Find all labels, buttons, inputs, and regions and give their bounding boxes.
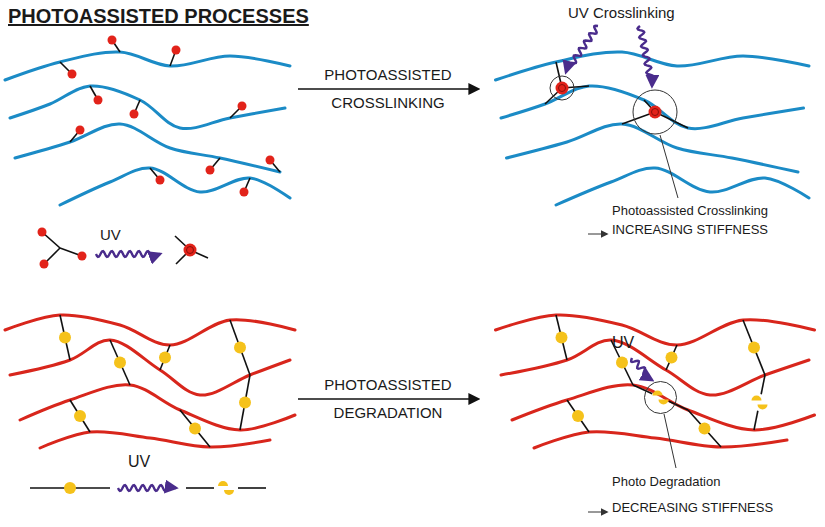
reactive-group bbox=[240, 188, 249, 197]
highlight-circle bbox=[633, 90, 677, 134]
reactive-group bbox=[238, 102, 247, 111]
process-arrow bbox=[298, 398, 478, 400]
degradable-group bbox=[64, 482, 76, 494]
degradable-group bbox=[699, 423, 711, 435]
degradable-group bbox=[666, 352, 678, 364]
leader-line bbox=[588, 512, 607, 513]
crosslink-bond bbox=[160, 345, 170, 370]
broken-group bbox=[653, 391, 663, 396]
effect-label: INCREASING STIFFNESS bbox=[612, 222, 768, 238]
degradable-group bbox=[159, 352, 171, 364]
reactive-group bbox=[40, 260, 49, 269]
polymer-chain bbox=[15, 124, 280, 172]
degradable-group bbox=[239, 397, 251, 409]
polymer-chain bbox=[501, 86, 804, 129]
polymer-chain bbox=[512, 385, 815, 430]
polymer-chain bbox=[5, 315, 295, 345]
crosslink-bond bbox=[761, 375, 765, 394]
uv-light-arrow bbox=[566, 26, 598, 72]
polymer-chain bbox=[60, 168, 290, 205]
reactive-group bbox=[206, 166, 215, 175]
degradable-group bbox=[74, 410, 86, 422]
process-label: CROSSLINKING bbox=[331, 94, 444, 112]
polymer-chain bbox=[40, 432, 270, 448]
process-label: PHOTOASSISTED bbox=[324, 66, 451, 84]
broken-group bbox=[752, 396, 762, 401]
degradable-group bbox=[114, 357, 126, 369]
uv-light-arrow bbox=[637, 26, 653, 86]
uv-label: UV bbox=[128, 452, 150, 471]
polymer-chain bbox=[556, 168, 809, 205]
reactive-group bbox=[130, 110, 139, 119]
highlight-circle bbox=[645, 382, 677, 414]
degradable-group bbox=[59, 332, 71, 344]
uv-label: UV bbox=[612, 333, 634, 352]
polymer-chain bbox=[496, 315, 815, 345]
broken-group bbox=[659, 400, 669, 405]
callout-label: Photo Degradation bbox=[612, 474, 720, 490]
illustration-group bbox=[5, 26, 815, 512]
crosslink-node bbox=[556, 82, 569, 95]
process-arrow bbox=[298, 88, 478, 90]
uv-light-arrow bbox=[631, 358, 652, 380]
crosslink-bond bbox=[110, 340, 130, 385]
highlight-circle bbox=[550, 76, 574, 100]
leader-line bbox=[660, 135, 678, 198]
crosslink-bond bbox=[556, 315, 567, 360]
reactive-group bbox=[108, 36, 117, 45]
degradable-group bbox=[556, 332, 568, 344]
crosslink-bond bbox=[567, 400, 589, 432]
polymer-chain bbox=[20, 385, 295, 430]
reactive-group bbox=[38, 228, 47, 237]
reactive-group bbox=[266, 156, 275, 165]
polymer-chain bbox=[507, 124, 799, 172]
crosslink-bond bbox=[180, 410, 210, 447]
reactive-group bbox=[76, 126, 85, 135]
crosslink-bond bbox=[238, 487, 266, 489]
crosslink-bond bbox=[186, 487, 214, 489]
crosslink-bond bbox=[688, 410, 721, 447]
degradable-group bbox=[748, 342, 760, 354]
broken-group bbox=[224, 490, 234, 495]
degradable-group bbox=[189, 423, 201, 435]
uv-light-arrow bbox=[118, 485, 176, 491]
degradable-group bbox=[572, 410, 584, 422]
crosslink-bond bbox=[754, 411, 758, 430]
crosslink-bond bbox=[60, 315, 70, 360]
crosslink-node bbox=[652, 109, 659, 116]
crosslink-bond bbox=[743, 320, 765, 375]
callout-label: Photoassisted Crosslinking bbox=[612, 203, 768, 219]
crosslink-bond bbox=[666, 345, 677, 370]
degradable-group bbox=[234, 342, 246, 354]
leader-line bbox=[664, 414, 676, 468]
process-label: PHOTOASSISTED bbox=[324, 376, 451, 394]
crosslink-node bbox=[187, 247, 194, 254]
crosslink-bond bbox=[240, 375, 250, 430]
crosslink-node bbox=[559, 85, 566, 92]
crosslink-bond bbox=[70, 400, 90, 432]
broken-group bbox=[218, 481, 228, 486]
uv-light-arrow bbox=[96, 251, 160, 257]
polymer-chain bbox=[10, 86, 285, 129]
polymer-chain bbox=[5, 52, 290, 80]
figure-title: PHOTOASSISTED PROCESSES bbox=[8, 4, 309, 28]
leader-line bbox=[588, 234, 607, 235]
crosslink-bond bbox=[230, 320, 250, 375]
crosslink-node bbox=[649, 106, 662, 119]
broken-group bbox=[758, 405, 768, 410]
process-label: DEGRADATION bbox=[334, 404, 443, 422]
reactive-group bbox=[68, 70, 77, 79]
crosslink-node bbox=[184, 244, 197, 257]
reactive-group bbox=[172, 46, 181, 55]
uv-label: UV bbox=[100, 226, 121, 244]
effect-label: DECREASING STIFFNESS bbox=[612, 500, 773, 516]
reactive-group bbox=[156, 176, 165, 185]
reactive-group bbox=[78, 252, 87, 261]
polymer-chain bbox=[534, 432, 787, 448]
degradable-group bbox=[616, 357, 628, 369]
uv-label: UV Crosslinking bbox=[568, 4, 675, 22]
reactive-group bbox=[94, 96, 103, 105]
